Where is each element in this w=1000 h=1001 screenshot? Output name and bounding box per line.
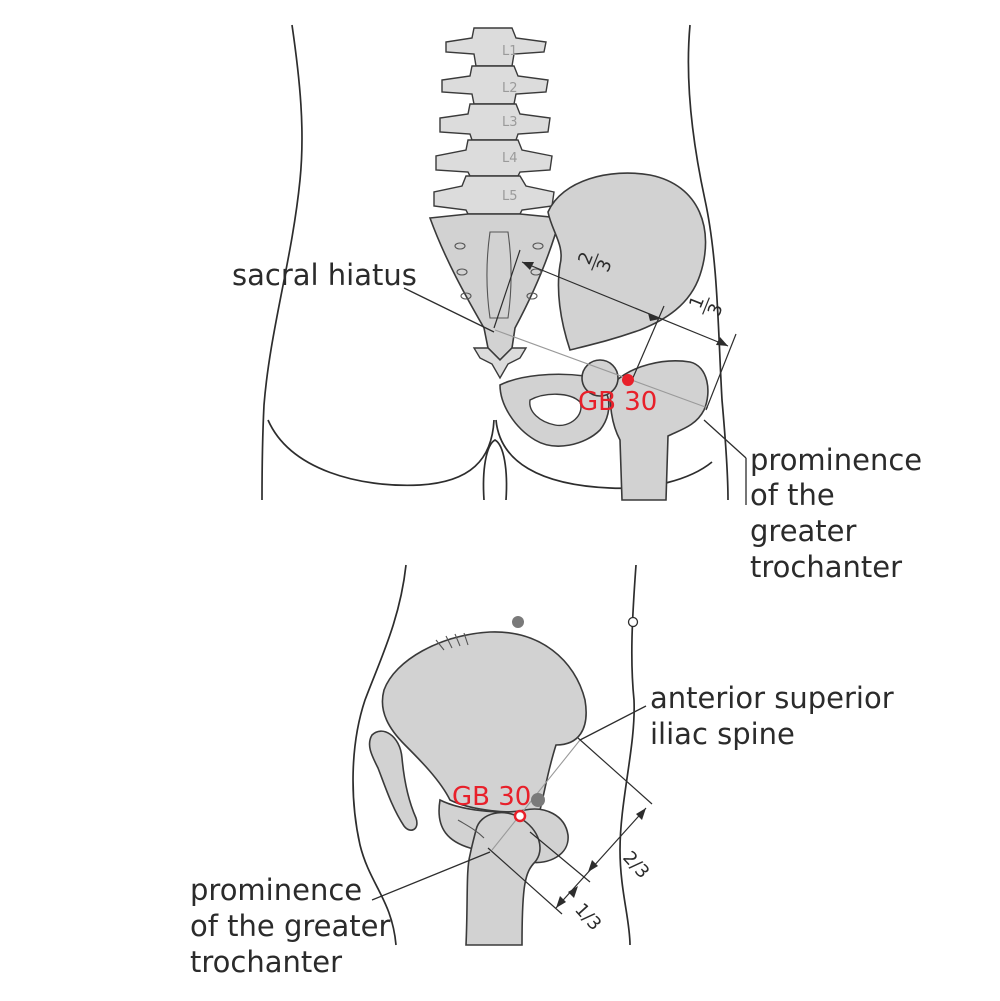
- sacrum: [428, 213, 562, 380]
- side-marker-icon: [627, 616, 639, 628]
- trochanter-pointer-side: [371, 851, 491, 901]
- asis-pointer: [579, 705, 647, 741]
- trochanter-pointer-top: [703, 419, 747, 459]
- right-ilium: [547, 172, 707, 351]
- sacral-hiatus-label: sacral hiatus: [232, 258, 417, 292]
- trochanter-label-side-line2: of the greater: [190, 909, 391, 943]
- body-outline-right: [687, 24, 729, 501]
- body-outline-left: [261, 24, 303, 501]
- crest-marker-icon: [512, 616, 524, 628]
- right-pelvis-and-femur: [499, 172, 709, 501]
- gb30-point-top: [622, 374, 634, 386]
- vertebra-label-l2: L2: [502, 81, 518, 96]
- asis-label-line1: anterior superior: [650, 681, 894, 715]
- vertebra-label-l5: L5: [502, 189, 518, 204]
- lateral-body-outline-right: [619, 564, 637, 946]
- asis-label-line2: iliac spine: [650, 717, 795, 751]
- vertebra-label-l1: L1: [502, 44, 518, 59]
- trochanter-label-top-line3: greater: [750, 514, 857, 548]
- sacral-hiatus-pointer: [403, 287, 495, 333]
- vertebra-l1: [445, 27, 547, 67]
- trochanter-label-top-line1: prominence: [750, 443, 922, 477]
- gb30-label-top: GB 30: [578, 387, 657, 417]
- vertebra-l4: [435, 139, 553, 177]
- grey-point-side: [531, 793, 545, 807]
- gb30-label-side: GB 30: [452, 782, 531, 812]
- fraction-denominator: 3: [704, 301, 728, 319]
- posterior-view: L1 L2 L3 L4 L5: [232, 24, 922, 584]
- gb30-point-side: [513, 809, 527, 823]
- vertebra-l3: [439, 103, 551, 141]
- lateral-ilium: [381, 631, 587, 813]
- lumbar-spine: L1 L2 L3 L4 L5: [433, 27, 555, 215]
- trochanter-label-side-line1: prominence: [190, 873, 362, 907]
- vertebra-l2: [441, 65, 549, 105]
- trochanter-label-side-line3: trochanter: [190, 945, 342, 979]
- fraction-two-thirds-side: 2/3: [618, 847, 653, 883]
- fraction-one-third-top: 1 3: [685, 293, 728, 319]
- fraction-one-third-side: 1/3: [570, 899, 605, 935]
- left-buttock-outline: [267, 419, 495, 487]
- vertebra-l5: [433, 175, 555, 215]
- thigh-gap-outline: [482, 439, 508, 501]
- vertebra-label-l3: L3: [502, 115, 518, 130]
- lateral-body-outline-left: [352, 564, 407, 946]
- reference-line: [494, 329, 709, 409]
- right-femur: [609, 360, 709, 501]
- lateral-sacrum-coccyx: [368, 730, 418, 831]
- right-buttock-outline: [495, 419, 713, 490]
- vertebra-label-l4: L4: [502, 151, 518, 166]
- lateral-view: 2/3 1/3 GB 30 anterior superior iliac sp…: [190, 564, 894, 979]
- trochanter-label-top-line4: trochanter: [750, 550, 902, 584]
- trochanter-label-top-line2: of the: [750, 478, 835, 512]
